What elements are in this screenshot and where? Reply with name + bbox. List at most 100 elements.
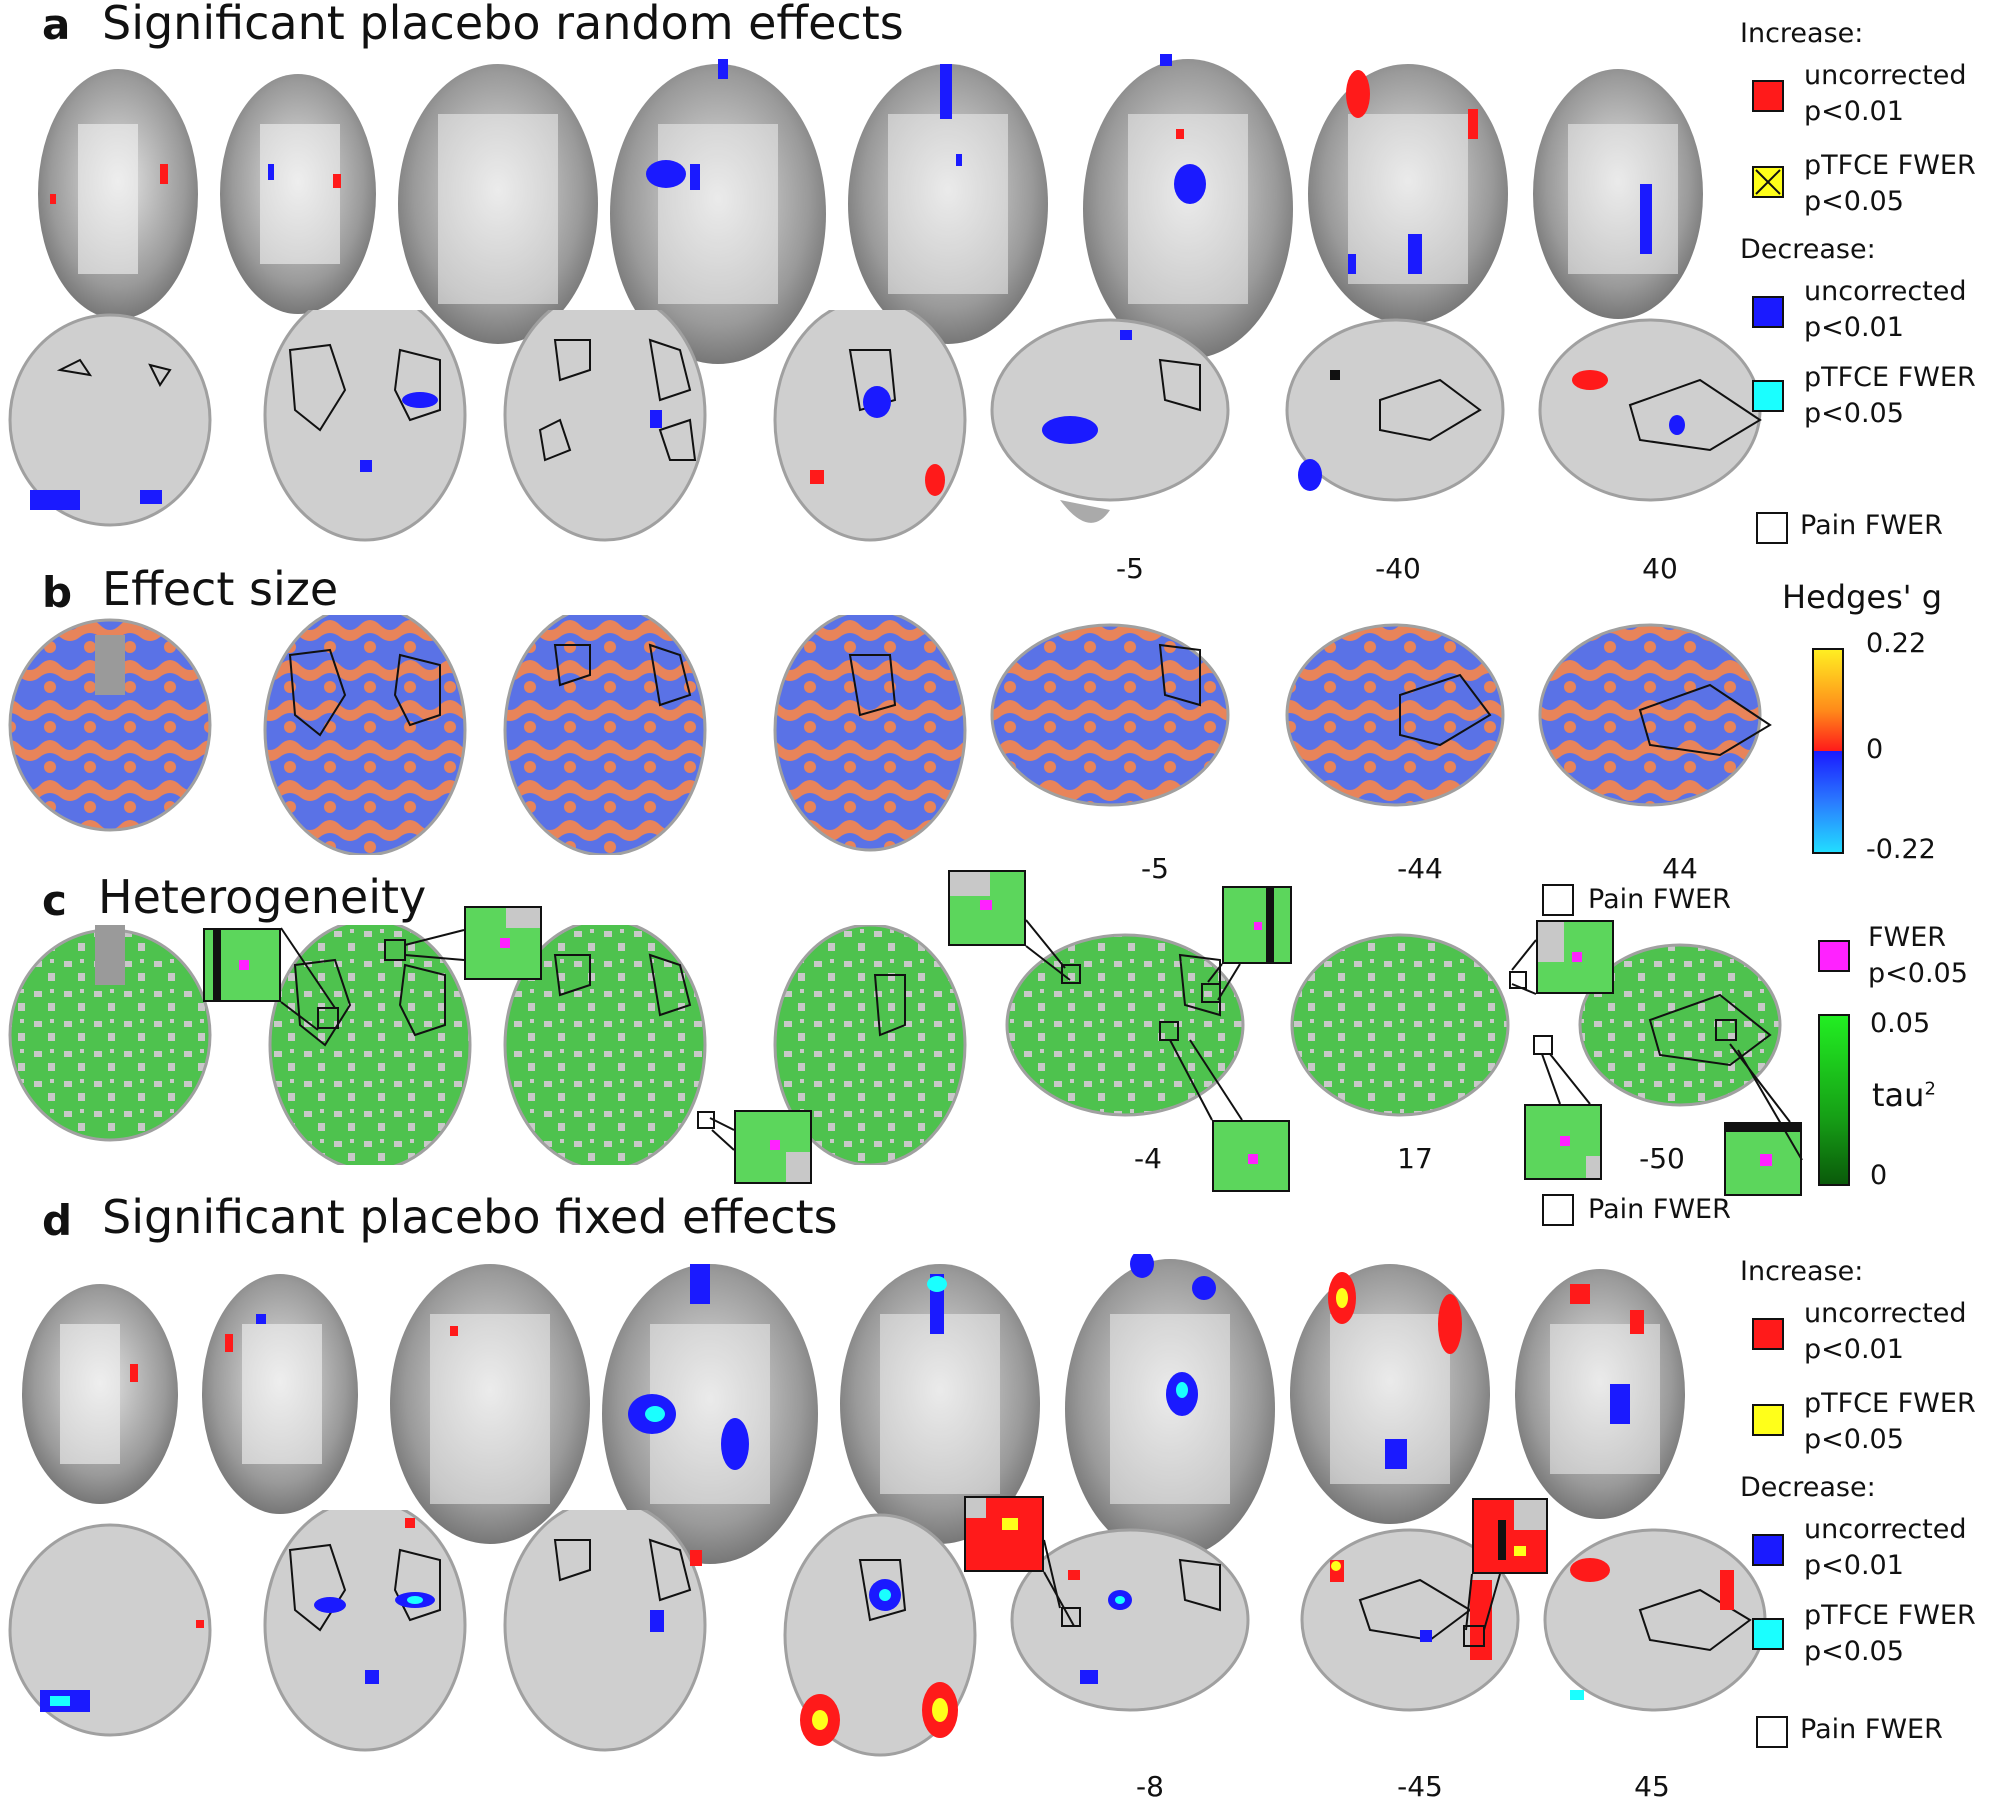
panel-c-coord-1: -4	[1134, 1142, 1162, 1175]
legend-c-fwer-label: FWER	[1868, 922, 1947, 953]
het-zoom-inset-9	[1724, 1122, 1802, 1196]
legend-a-pain-label: Pain FWER	[1800, 510, 1943, 541]
panel-a-coord-2: -40	[1375, 552, 1421, 585]
legend-c-pain-bottom-swatch	[1542, 1194, 1574, 1226]
legend-a-decrease-ptfce-p: p<0.05	[1804, 398, 1904, 429]
brain-3d-view-4	[610, 59, 826, 364]
het-zoom-inset-7	[1536, 920, 1614, 994]
legend-a-decrease-uncorrected-label: uncorrected	[1804, 276, 1967, 307]
panel-a-title: Significant placebo random effects	[102, 0, 904, 50]
axial-slice-d1	[8, 1523, 212, 1737]
het-axial-c1	[8, 925, 212, 1142]
het-sagittal-c7	[1578, 943, 1782, 1107]
legend-a-increase-ptfce-swatch	[1752, 166, 1784, 198]
legend-c-max: 0.05	[1870, 1008, 1931, 1039]
axial-slice-a3	[503, 310, 707, 542]
brain-3d-view-8	[1533, 69, 1703, 319]
axial-slice-d2	[263, 1510, 467, 1752]
panel-a-letter: a	[42, 0, 71, 49]
panel-a-coord-1: -5	[1116, 552, 1144, 585]
het-zoom-inset-6	[1212, 1120, 1290, 1192]
sagittal-slice-d6	[1300, 1528, 1520, 1712]
fixed-zoom-inset-1	[964, 1496, 1044, 1572]
effect-axial-b4	[773, 615, 967, 852]
het-sagittal-c5	[1005, 933, 1245, 1117]
legend-c-tau-sup: 2	[1924, 1078, 1936, 1100]
brain-3d-view-d7	[1290, 1264, 1490, 1524]
het-zoom-inset-8	[1524, 1104, 1602, 1180]
panel-d-slice-row	[8, 1510, 1767, 1757]
legend-b-title: Hedges' g	[1782, 578, 1943, 616]
brain-3d-view-7	[1308, 64, 1508, 324]
legend-d-decrease-uncorrected-swatch	[1752, 1534, 1784, 1566]
het-zoom-inset-3	[734, 1110, 812, 1184]
axial-slice-d4	[783, 1513, 977, 1757]
brain-3d-view-d5	[840, 1264, 1040, 1544]
legend-a-increase-uncorrected-p: p<0.01	[1804, 96, 1904, 127]
legend-c-pain-bottom-label: Pain FWER	[1588, 1194, 1731, 1225]
panel-b-letter: b	[42, 568, 73, 617]
panel-d-coord-2: -45	[1397, 1770, 1443, 1803]
legend-d-decrease-ptfce-swatch	[1752, 1618, 1784, 1650]
panel-b-title: Effect size	[102, 562, 339, 616]
legend-a-increase-heading: Increase:	[1740, 18, 1864, 49]
panel-c-title: Heterogeneity	[98, 870, 427, 924]
het-zoom-inset-5	[1222, 886, 1292, 964]
panel-d-letter: d	[42, 1196, 73, 1245]
legend-a-decrease-heading: Decrease:	[1740, 234, 1876, 265]
effect-sagittal-b5	[990, 623, 1230, 807]
effect-sagittal-b6	[1285, 623, 1505, 807]
legend-c-fwer-swatch	[1818, 940, 1850, 972]
legend-c-tau-label: tau2	[1872, 1076, 1936, 1114]
panel-a-3d-row	[38, 54, 1703, 364]
het-zoom-inset-2	[464, 906, 542, 980]
panel-b-coord-2: -44	[1397, 852, 1443, 885]
het-sagittal-c6	[1290, 933, 1510, 1117]
sagittal-slice-a5	[990, 318, 1230, 523]
sagittal-slice-d5	[1010, 1528, 1250, 1712]
legend-c-pain-top-label: Pain FWER	[1588, 884, 1731, 915]
brain-3d-view-d6	[1065, 1254, 1275, 1559]
legend-b-max: 0.22	[1866, 628, 1927, 659]
brain-3d-view-3	[398, 64, 598, 344]
legend-c-pain-top-swatch	[1542, 884, 1574, 916]
panel-c-letter: c	[42, 876, 67, 925]
legend-a-increase-ptfce-p: p<0.05	[1804, 186, 1904, 217]
brain-3d-view-d2	[202, 1274, 358, 1514]
legend-d-increase-ptfce-label: pTFCE FWER	[1804, 1388, 1976, 1419]
effect-axial-b3	[503, 615, 707, 855]
panel-c-coord-2: 17	[1397, 1142, 1433, 1175]
axial-slice-a1	[8, 313, 212, 527]
legend-c-colorbar	[1818, 1014, 1850, 1186]
legend-d-pain-label: Pain FWER	[1800, 1714, 1943, 1745]
legend-c-tau: tau	[1872, 1076, 1925, 1114]
legend-a-decrease-ptfce-label: pTFCE FWER	[1804, 362, 1976, 393]
legend-b-colorbar	[1812, 648, 1844, 854]
legend-d-increase-ptfce-swatch	[1752, 1404, 1784, 1436]
legend-a-cross-icon	[1755, 169, 1781, 195]
panel-b-coord-1: -5	[1141, 852, 1169, 885]
panel-d-coord-3: 45	[1634, 1770, 1670, 1803]
legend-d-increase-uncorrected-p: p<0.01	[1804, 1334, 1904, 1365]
sagittal-slice-d7	[1543, 1528, 1767, 1712]
panel-a-slice-row	[8, 310, 1762, 542]
brain-3d-view-d8	[1515, 1269, 1685, 1519]
axial-slice-d3	[503, 1510, 707, 1752]
panel-b-coord-3: 44	[1662, 852, 1698, 885]
legend-d-decrease-uncorrected-p: p<0.01	[1804, 1550, 1904, 1581]
sagittal-slice-a6	[1285, 318, 1505, 502]
legend-d-decrease-ptfce-label: pTFCE FWER	[1804, 1600, 1976, 1631]
legend-d-increase-heading: Increase:	[1740, 1256, 1864, 1287]
effect-sagittal-b7	[1538, 623, 1772, 807]
legend-a-increase-uncorrected-label: uncorrected	[1804, 60, 1967, 91]
legend-d-increase-uncorrected-swatch	[1752, 1318, 1784, 1350]
panel-a-coord-3: 40	[1642, 552, 1678, 585]
het-zoom-inset-4	[948, 870, 1026, 946]
legend-a-decrease-uncorrected-p: p<0.01	[1804, 312, 1904, 343]
legend-c-fwer-p: p<0.05	[1868, 958, 1968, 989]
panel-c-coord-3: -50	[1639, 1142, 1685, 1175]
panel-c-slice-row	[8, 925, 1782, 1165]
legend-a-decrease-uncorrected-swatch	[1752, 296, 1784, 328]
